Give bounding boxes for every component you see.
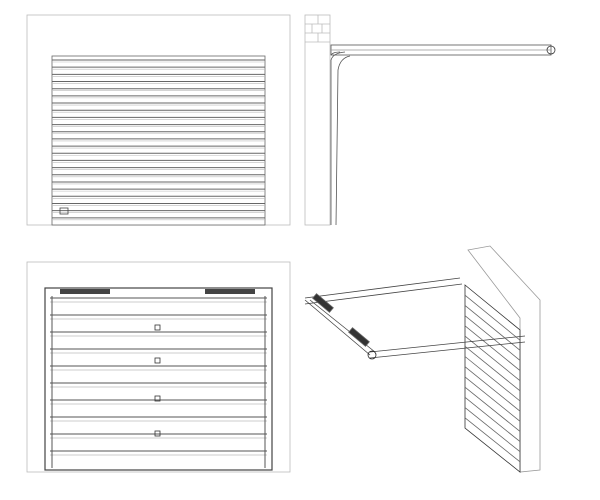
right-track xyxy=(369,335,526,359)
slat-line xyxy=(464,366,521,412)
perspective-slats xyxy=(464,294,521,463)
inside-wall xyxy=(26,261,291,473)
slat-line xyxy=(464,325,521,371)
slat-line xyxy=(464,376,521,422)
front-slats xyxy=(52,59,265,221)
side-wall xyxy=(304,14,331,226)
motor-right xyxy=(348,327,370,347)
cross-member xyxy=(304,299,376,356)
pulley-icon xyxy=(546,45,556,55)
hinge-icon xyxy=(154,357,161,364)
brick-pattern xyxy=(305,15,330,43)
front-door xyxy=(51,55,266,226)
slat-line xyxy=(464,397,521,442)
slat-line xyxy=(464,386,521,432)
left-track xyxy=(304,277,463,305)
slat-line xyxy=(464,417,521,463)
front-view xyxy=(26,14,291,226)
perspective-view xyxy=(304,245,541,473)
spring-left xyxy=(60,289,110,294)
slat-line xyxy=(464,407,521,453)
slat-line xyxy=(464,294,521,341)
perspective-wall xyxy=(467,245,541,473)
spring-right xyxy=(205,289,255,294)
hinge-icon xyxy=(154,430,161,437)
vertical-track xyxy=(330,51,351,226)
pulley-icon xyxy=(367,350,377,360)
inside-panels xyxy=(50,296,267,468)
hinge-icon xyxy=(154,395,161,402)
inside-door xyxy=(44,287,273,471)
hinge-icon xyxy=(154,324,161,331)
inside-view xyxy=(26,261,291,473)
slat-line xyxy=(464,335,521,382)
slat-line xyxy=(464,315,521,361)
motor-left xyxy=(312,293,334,313)
slat-line xyxy=(464,356,521,402)
slat-line xyxy=(464,345,521,392)
door-handle xyxy=(59,207,69,215)
slat-line xyxy=(464,305,521,351)
side-view xyxy=(304,14,556,226)
